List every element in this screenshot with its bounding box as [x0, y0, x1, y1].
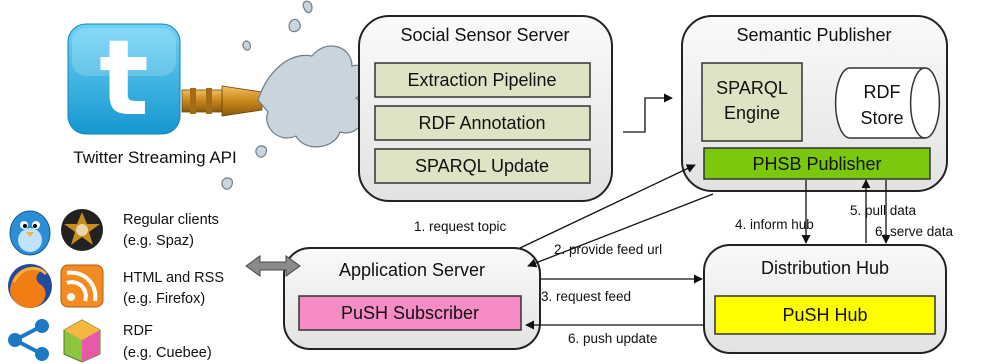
client-rdf-line2: (e.g. Cuebee): [123, 345, 212, 361]
phsb-publisher-label: PHSB Publisher: [752, 154, 881, 174]
sparql-update-box: [374, 148, 591, 184]
water-splash-icon: [221, 0, 368, 190]
twitter-api-label: Twitter Streaming API: [73, 148, 236, 167]
phsb-publisher-box: [703, 147, 931, 180]
client-regular-line2: (e.g. Spaz): [123, 233, 194, 249]
push-subscriber-box: [298, 295, 522, 331]
share-icon: [8, 319, 49, 361]
double-arrow-icon: [245, 255, 301, 277]
extraction-pipeline-label: Extraction Pipeline: [407, 70, 556, 90]
cuebee-icon: [63, 319, 101, 363]
client-html-line2: (e.g. Firefox): [123, 291, 205, 307]
label-pull-data: 5. pull data: [850, 203, 917, 218]
social-sensor-server: Social Sensor Server Extraction Pipeline…: [358, 15, 613, 202]
client-html-line1: HTML and RSS: [123, 270, 224, 286]
semantic-publisher: Semantic Publisher SPARQL Engine RDF Sto…: [681, 15, 948, 192]
arrow-request-topic: [519, 164, 696, 249]
extraction-pipeline-box: [374, 62, 591, 98]
label-request-topic: 1. request topic: [414, 219, 507, 234]
distribution-hub-title: Distribution Hub: [761, 258, 889, 278]
client-rdf-line1: RDF: [123, 323, 153, 339]
push-subscriber-label: PuSH Subscriber: [341, 303, 479, 323]
sparql-engine-label-line1: SPARQL: [716, 78, 788, 98]
sparql-engine-box: [701, 62, 803, 142]
sparql-update-label: SPARQL Update: [415, 156, 549, 176]
twitter-logo: t: [67, 17, 181, 139]
rdf-store-label-line2: Store: [860, 108, 903, 128]
arrow-provide-feed-url: [527, 193, 714, 268]
application-server: Application Server PuSH Subscriber: [283, 247, 541, 350]
label-request-feed: 3. request feed: [541, 289, 631, 304]
rdf-store-icon: [834, 67, 941, 139]
rdf-store-label-line1: RDF: [864, 82, 901, 102]
label-serve-data: 6. serve data: [875, 224, 954, 239]
label-push-update: 6. push update: [568, 331, 657, 346]
twitter-logo-letter: t: [99, 17, 149, 139]
spaz-icon: [61, 209, 103, 251]
rdf-annotation-box: [374, 105, 591, 141]
semantic-publisher-title: Semantic Publisher: [736, 25, 891, 45]
sparql-engine-label-line2: Engine: [724, 103, 780, 123]
push-hub-label: PuSH Hub: [782, 305, 867, 325]
social-sensor-server-title: Social Sensor Server: [400, 25, 569, 45]
distribution-hub: Distribution Hub PuSH Hub: [703, 244, 947, 354]
client-regular-line1: Regular clients: [123, 212, 219, 228]
fire-hose-icon: [181, 85, 263, 117]
push-hub-box: [714, 295, 936, 335]
firefox-icon: [8, 264, 52, 309]
bird-icon: [9, 210, 51, 256]
label-provide-feed-url: 2. provide feed url: [554, 242, 662, 257]
connectors: [519, 93, 891, 330]
application-server-title: Application Server: [339, 260, 485, 280]
clients: Regular clients (e.g. Spaz) HTML and RSS…: [8, 209, 224, 363]
label-inform-hub: 4. inform hub: [735, 217, 814, 232]
rdf-annotation-label: RDF Annotation: [418, 113, 545, 133]
rss-icon: [60, 264, 104, 308]
arrow-sensor-to-publisher: [623, 93, 673, 133]
